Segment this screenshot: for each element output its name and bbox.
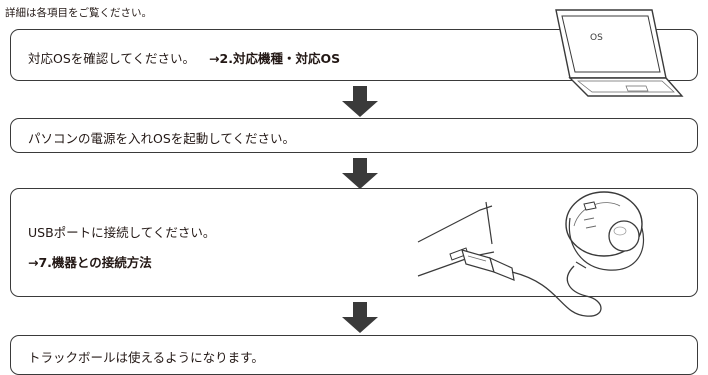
- step-2-text: パソコンの電源を入れOSを起動してください。: [28, 131, 296, 146]
- step-3-reference-link[interactable]: →7.機器との接続方法: [28, 255, 152, 270]
- step-3-text: USBポートに接続してください。: [28, 225, 216, 240]
- laptop-illustration: OS: [555, 9, 684, 97]
- laptop-screen-label: OS: [590, 33, 603, 43]
- step-4-text: トラックボールは使えるようになります。: [28, 350, 264, 365]
- step-1-text: 対応OSを確認してください。 →2.対応機種・対応OS: [28, 48, 340, 67]
- step-1-instruction: 対応OSを確認してください。: [28, 51, 196, 66]
- usb-trackball-illustration: [417, 191, 644, 317]
- step-1-reference-link[interactable]: →2.対応機種・対応OS: [209, 51, 341, 66]
- flow-arrow-1: [342, 86, 378, 117]
- flow-arrow-3: [342, 302, 378, 333]
- step-4-box: トラックボールは使えるようになります。: [10, 335, 698, 375]
- flow-arrow-2: [342, 158, 378, 189]
- step-2-box: パソコンの電源を入れOSを起動してください。: [10, 118, 698, 153]
- intro-note: 詳細は各項目をご覧ください。: [5, 7, 152, 19]
